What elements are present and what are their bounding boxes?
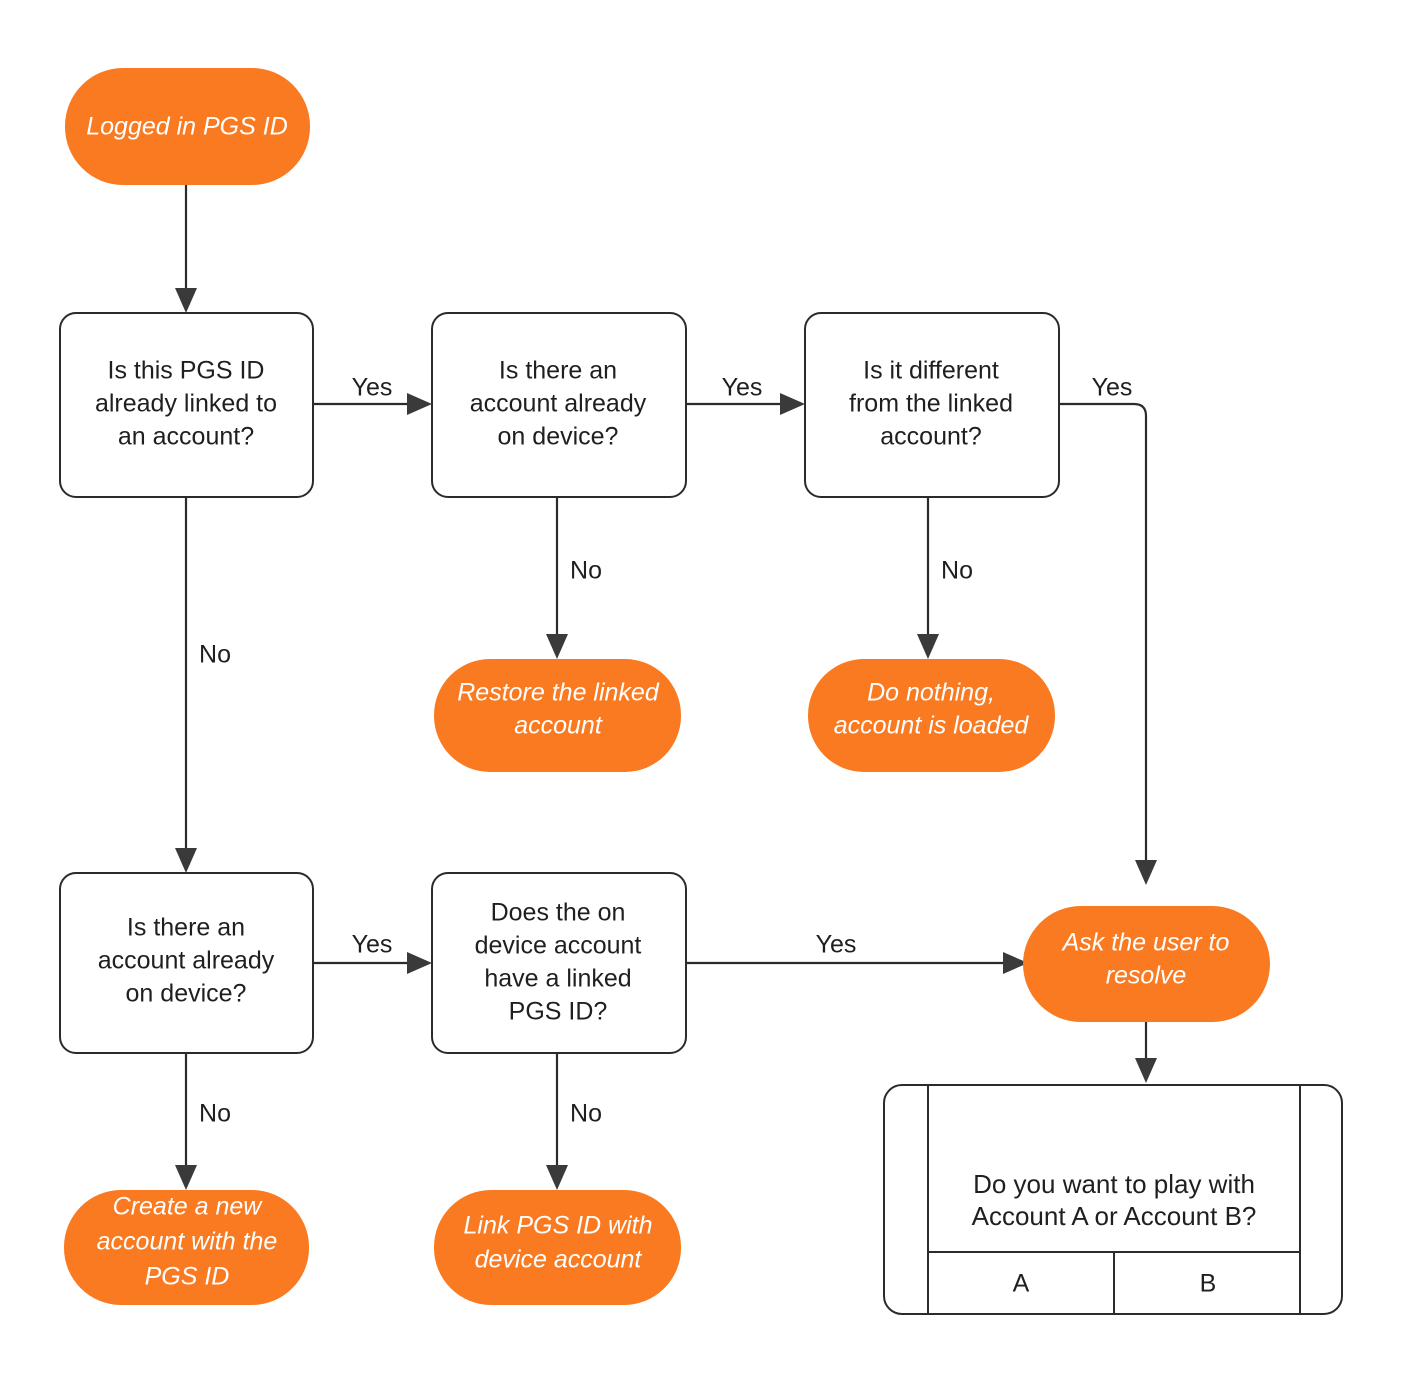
arrowhead — [1135, 860, 1157, 885]
node-decision-device-top-shape[interactable] — [431, 312, 687, 498]
node-decision-has-pgs-line1: Does the on — [491, 899, 626, 927]
edge-has-pgs-no: No — [546, 1053, 602, 1190]
arrowhead — [407, 393, 432, 415]
node-terminal-create-new-line3: PGS ID — [145, 1263, 230, 1291]
edge-different-no: No — [917, 497, 973, 659]
node-decision-different[interactable]: Is it different from the linked account? — [804, 312, 1060, 498]
edge-label-device-top-yes: Yes — [722, 374, 763, 402]
node-decision-device-top-line1: Is there an — [499, 357, 617, 385]
node-decision-linked-shape[interactable] — [59, 312, 314, 498]
node-terminal-create-new-line1: Create a new — [113, 1193, 264, 1221]
node-terminal-ask-user-shape[interactable] — [1023, 906, 1270, 1022]
arrowhead — [780, 393, 805, 415]
dialog-button-a[interactable]: A — [1013, 1270, 1030, 1298]
node-decision-different-line1: Is it different — [863, 357, 999, 385]
edge-label-different-yes: Yes — [1092, 374, 1133, 402]
node-decision-different-line2: from the linked — [849, 390, 1013, 418]
arrowhead — [917, 634, 939, 659]
arrowhead — [1003, 952, 1028, 974]
edge-linked-yes: Yes — [313, 374, 432, 415]
node-terminal-link-pgs[interactable]: Link PGS ID with device account — [434, 1190, 681, 1305]
node-decision-device-bottom-line1: Is there an — [127, 914, 245, 942]
node-decision-linked-line2: already linked to — [95, 390, 277, 418]
dialog-mockup: Do you want to play with Account A or Ac… — [883, 1084, 1343, 1315]
node-decision-device-bottom-shape[interactable] — [59, 872, 314, 1054]
node-decision-device-bottom-line3: on device? — [126, 980, 247, 1008]
edge-device-bottom-no: No — [175, 1053, 231, 1190]
arrowhead — [1135, 1058, 1157, 1083]
arrowhead — [546, 634, 568, 659]
node-decision-device-bottom-line2: account already — [98, 947, 275, 975]
node-start-shape[interactable] — [65, 68, 310, 185]
edge-label-has-pgs-yes: Yes — [816, 931, 857, 959]
arrowhead — [175, 848, 197, 873]
node-terminal-do-nothing-line2: account is loaded — [834, 712, 1030, 740]
node-decision-has-pgs-shape[interactable] — [431, 872, 687, 1054]
edge-label-linked-yes: Yes — [352, 374, 393, 402]
node-terminal-create-new-line2: account with the — [97, 1228, 278, 1256]
node-terminal-restore-line2: account — [514, 712, 603, 740]
node-terminal-do-nothing-line1: Do nothing, — [867, 679, 995, 707]
arrowhead — [175, 288, 197, 313]
edge-device-bottom-yes: Yes — [313, 931, 432, 974]
node-decision-different-line3: account? — [880, 423, 981, 451]
edge-line — [1059, 402, 1148, 870]
node-decision-device-top-line2: account already — [470, 390, 647, 418]
arrowhead — [546, 1165, 568, 1190]
node-terminal-ask-user[interactable]: Ask the user to resolve — [1023, 906, 1270, 1022]
node-terminal-restore-shape[interactable] — [434, 659, 681, 772]
edge-different-yes: Yes — [1059, 374, 1157, 885]
node-decision-has-pgs-line3: have a linked — [484, 965, 631, 993]
arrowhead — [175, 1165, 197, 1190]
dialog-button-b[interactable]: B — [1200, 1270, 1217, 1298]
dialog-message-line2: Account A or Account B? — [972, 1201, 1257, 1231]
node-decision-has-pgs-line2: device account — [475, 932, 642, 960]
node-terminal-link-pgs-line1: Link PGS ID with — [464, 1212, 653, 1240]
node-decision-has-pgs[interactable]: Does the on device account have a linked… — [431, 872, 687, 1054]
edge-device-top-no: No — [546, 497, 602, 659]
edge-label-device-bottom-yes: Yes — [352, 931, 393, 959]
dialog-message-line1: Do you want to play with — [973, 1169, 1255, 1199]
node-terminal-do-nothing[interactable]: Do nothing, account is loaded — [808, 659, 1055, 772]
node-start-label: Logged in PGS ID — [86, 113, 288, 141]
edge-label-device-bottom-no: No — [199, 1100, 231, 1128]
edge-label-device-top-no: No — [570, 557, 602, 585]
arrowhead — [407, 952, 432, 974]
node-terminal-ask-user-line2: resolve — [1106, 962, 1187, 990]
node-decision-linked[interactable]: Is this PGS ID already linked to an acco… — [59, 312, 314, 498]
node-decision-device-top[interactable]: Is there an account already on device? — [431, 312, 687, 498]
edge-start-to-linked — [175, 185, 197, 313]
node-terminal-restore[interactable]: Restore the linked account — [434, 659, 681, 772]
edge-label-linked-no: No — [199, 641, 231, 669]
node-terminal-restore-line1: Restore the linked — [457, 679, 660, 707]
node-decision-linked-line1: Is this PGS ID — [108, 357, 265, 385]
edge-device-top-yes: Yes — [686, 374, 805, 415]
node-decision-device-bottom[interactable]: Is there an account already on device? — [59, 872, 314, 1054]
edge-label-different-no: No — [941, 557, 973, 585]
node-start[interactable]: Logged in PGS ID — [65, 68, 310, 185]
node-decision-different-shape[interactable] — [804, 312, 1060, 498]
node-terminal-ask-user-line1: Ask the user to — [1061, 929, 1230, 957]
node-terminal-create-new[interactable]: Create a new account with the PGS ID — [64, 1190, 309, 1305]
node-decision-linked-line3: an account? — [118, 423, 254, 451]
edge-linked-no: No — [175, 497, 231, 873]
node-decision-has-pgs-line4: PGS ID? — [509, 998, 608, 1026]
edge-has-pgs-yes: Yes — [686, 931, 1028, 974]
node-decision-device-top-line3: on device? — [498, 423, 619, 451]
node-terminal-do-nothing-shape[interactable] — [808, 659, 1055, 772]
node-terminal-create-new-shape[interactable] — [64, 1190, 309, 1305]
edge-label-has-pgs-no: No — [570, 1100, 602, 1128]
node-terminal-link-pgs-line2: device account — [475, 1246, 643, 1274]
node-terminal-link-pgs-shape[interactable] — [434, 1190, 681, 1305]
edge-ask-to-dialog — [1135, 1022, 1157, 1083]
